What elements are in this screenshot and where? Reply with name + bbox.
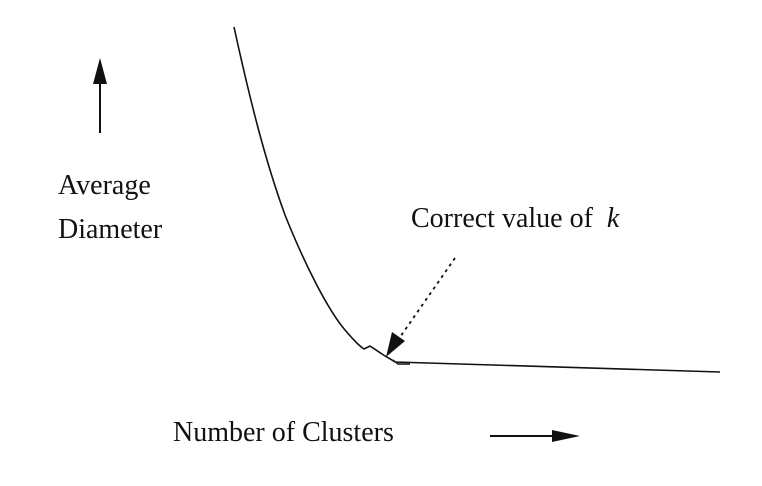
elbow-annotation-text: Correct value of	[411, 203, 593, 234]
elbow-curve	[233, 26, 721, 373]
elbow-point-mark	[392, 359, 410, 365]
elbow-pointer-arrow	[386, 257, 456, 357]
elbow-annotation-variable: k	[606, 203, 620, 234]
x-axis-arrow	[490, 430, 580, 442]
y-axis-label-line1: Average	[58, 170, 151, 201]
y-axis-arrow	[93, 58, 107, 133]
y-axis-label-line2: Diameter	[58, 214, 163, 245]
elbow-annotation: Correct value of k	[411, 205, 619, 233]
x-axis-label: Number of Clusters	[173, 417, 394, 448]
